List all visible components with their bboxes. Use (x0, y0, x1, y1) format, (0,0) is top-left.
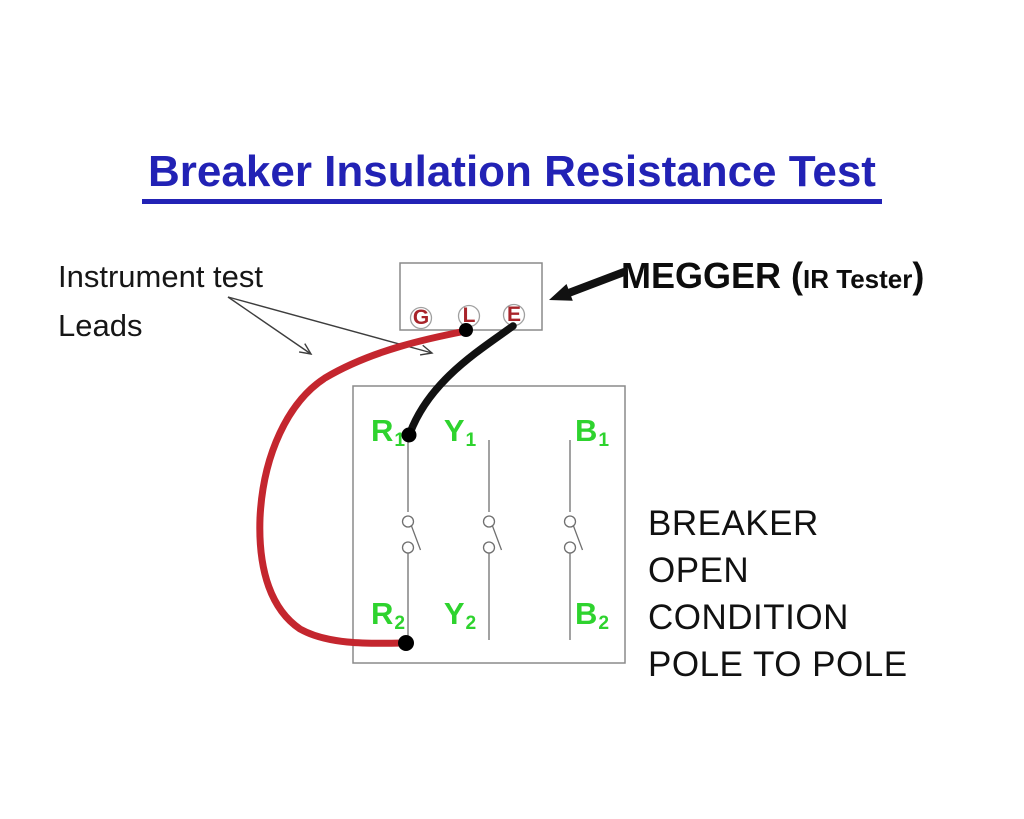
instrument-leads-label: Instrument test Leads (58, 252, 263, 350)
pole-label-y1-sub: 1 (465, 429, 477, 451)
breaker-pole-y (482, 440, 503, 640)
pole-label-r1-base: R (370, 413, 394, 448)
pole-label-r2-sub: 2 (394, 612, 406, 634)
terminal-label-g: G (412, 306, 430, 329)
pole-b-switch-blade (572, 525, 584, 551)
pole-label-b2-sub: 2 (598, 612, 610, 634)
pole-label-b1-base: B (574, 413, 598, 448)
dot-r2-terminal (398, 635, 414, 651)
megger-paren-open: ( (781, 255, 804, 296)
pole-r-switch-blade (410, 525, 422, 551)
condition-line-3: CONDITION (648, 598, 849, 637)
condition-line-2: OPEN (648, 551, 750, 590)
megger-label: MEGGER (IR Tester) (621, 255, 924, 297)
breaker-pole-r (401, 436, 422, 643)
pole-label-y1-base: Y (443, 413, 465, 448)
pole-label-r1-sub: 1 (394, 429, 406, 451)
megger-subtitle: IR Tester (803, 264, 913, 294)
pole-y-top-contact (482, 515, 496, 528)
pole-label-y2: Y2 (443, 596, 477, 634)
terminal-label-e: E (506, 303, 522, 326)
breaker-condition-label: BREAKER OPEN CONDITION POLE TO POLE (648, 500, 908, 688)
red-test-lead-wire (256, 327, 470, 647)
pole-label-b1: B1 (574, 413, 610, 451)
pole-label-r2-base: R (370, 596, 394, 631)
page-title: Breaker Insulation Resistance Test (142, 148, 882, 204)
instrument-leads-line1: Instrument test (58, 259, 264, 294)
pole-label-y2-base: Y (443, 596, 465, 631)
pole-r-top-contact (401, 515, 415, 528)
title-wrap: Breaker Insulation Resistance Test (0, 148, 1024, 204)
megger-pointer-arrow-head (549, 284, 573, 301)
pole-b-top-contact (563, 515, 577, 528)
megger-paren-close: ) (912, 255, 925, 296)
pole-label-y2-sub: 2 (465, 612, 477, 634)
condition-line-4: POLE TO POLE (648, 645, 908, 684)
condition-line-1: BREAKER (648, 504, 819, 543)
pole-label-b2-base: B (574, 596, 598, 631)
pole-b-bottom-contact (563, 541, 577, 554)
instrument-leads-line2: Leads (58, 308, 143, 343)
pole-label-y1: Y1 (443, 413, 477, 451)
pole-r-bottom-contact (401, 541, 415, 554)
terminal-label-l: L (462, 304, 476, 327)
pole-label-r1: R1 (370, 413, 406, 451)
pole-label-b1-sub: 1 (598, 429, 610, 451)
pole-label-b2: B2 (574, 596, 610, 634)
megger-pointer-arrow-shaft (566, 268, 628, 297)
pole-y-switch-blade (491, 525, 503, 551)
pole-label-r2: R2 (370, 596, 406, 634)
pole-y-bottom-contact (482, 541, 496, 554)
megger-name: MEGGER (621, 255, 782, 296)
